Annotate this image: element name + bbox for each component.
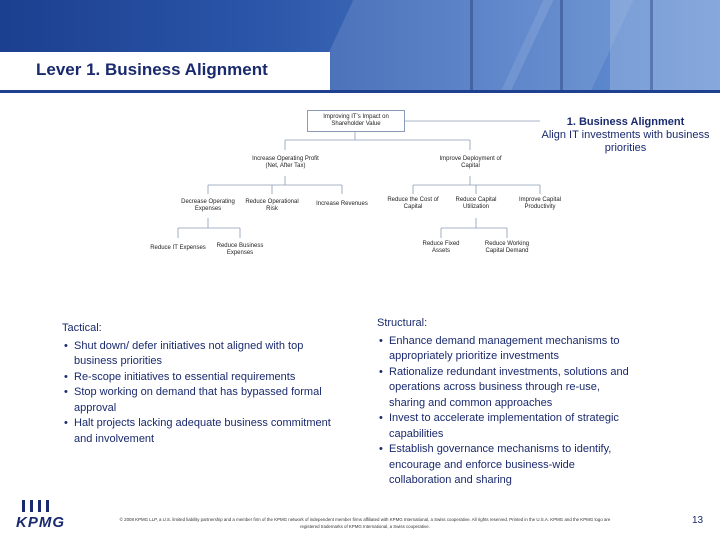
legend-title: 1. Business Alignment — [538, 116, 713, 129]
node-reduce-operational-risk: Reduce Operational Risk — [244, 194, 300, 218]
tactical-panel: Tactical: Shut down/ defer initiatives n… — [62, 321, 342, 447]
structural-panel: Structural: Enhance demand management me… — [377, 316, 639, 489]
tactical-item: Re-scope initiatives to essential requir… — [62, 370, 342, 386]
node-improve-capital-productivity: Improve Capital Productivity — [510, 194, 570, 214]
node-reduce-business-expenses: Reduce Business Expenses — [212, 238, 268, 262]
node-reduce-fixed-assets: Reduce Fixed Assets — [413, 238, 469, 258]
logo-bars-icon — [22, 500, 49, 512]
structural-item: Enhance demand management mechanisms to … — [377, 334, 639, 365]
tactical-item: Stop working on demand that has bypassed… — [62, 385, 342, 416]
node-improve-deployment-of-capital: Improve Deployment of Capital — [433, 150, 508, 176]
tactical-heading: Tactical: — [62, 321, 342, 337]
logo-text: KPMG — [16, 514, 65, 531]
node-increase-operating-profit: Increase Operating Profit (Net, After Ta… — [248, 150, 323, 176]
node-reduce-it-expenses: Reduce IT Expenses — [148, 238, 208, 258]
node-root: Improving IT’s Impact on Shareholder Val… — [307, 110, 405, 132]
structural-item: Establish governance mechanisms to ident… — [377, 442, 639, 489]
node-reduce-capital-utilization: Reduce Capital Utilization — [446, 194, 506, 214]
structural-item: Rationalize redundant investments, solut… — [377, 365, 639, 412]
node-decrease-operating-expenses: Decrease Operating Expenses — [175, 194, 241, 218]
node-reduce-cost-of-capital: Reduce the Cost of Capital — [381, 194, 445, 214]
structural-item: Invest to accelerate implementation of s… — [377, 411, 639, 442]
node-increase-revenues: Increase Revenues — [315, 194, 369, 214]
copyright-footer: © 2008 KPMG LLP, a U.S. limited liabilit… — [110, 516, 620, 530]
legend-callout: 1. Business Alignment Align IT investmen… — [538, 116, 713, 155]
node-reduce-working-capital-demand: Reduce Working Capital Demand — [477, 238, 537, 258]
kpmg-logo: KPMG — [16, 500, 86, 534]
structural-heading: Structural: — [377, 316, 639, 332]
legend-subtitle: Align IT investments with business prior… — [538, 129, 713, 155]
tactical-item: Halt projects lacking adequate business … — [62, 416, 342, 447]
page-number: 13 — [692, 515, 703, 526]
tactical-item: Shut down/ defer initiatives not aligned… — [62, 339, 342, 370]
